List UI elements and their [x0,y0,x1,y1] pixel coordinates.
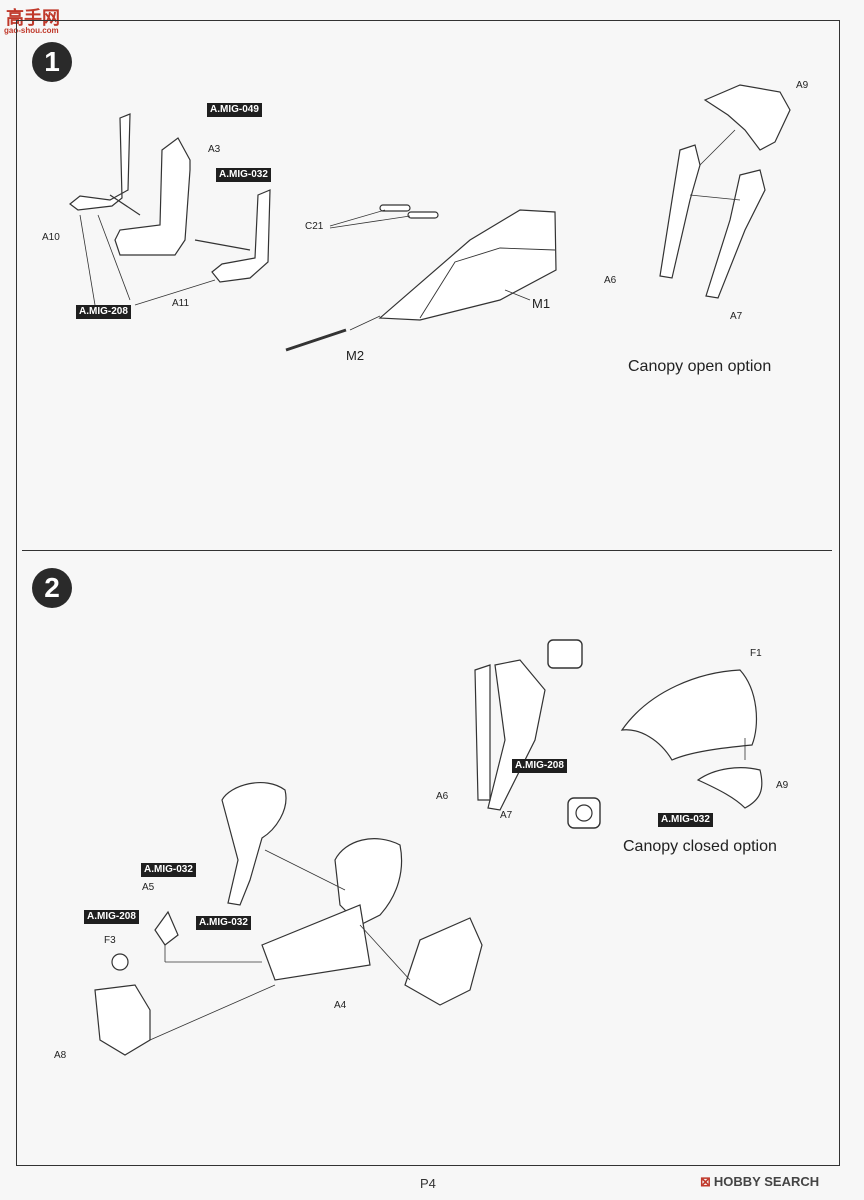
instruction-page-frame [16,20,840,1166]
paint-tag-mig049: A.MIG-049 [207,103,262,117]
part-label-a11: A11 [172,298,190,309]
part-label-a3: A3 [208,144,221,155]
part-label-f1: F1 [750,648,762,659]
site-logo-domain: gao-shou.com [4,26,59,35]
part-label-a9: A9 [796,80,809,91]
paint-tag-mig208: A.MIG-208 [76,305,131,319]
part-label-a10: A10 [42,232,60,243]
paint-tag-mig032-panel: A.MIG-032 [196,916,251,930]
canopy-open-caption: Canopy open option [628,358,772,375]
hobby-search-text: HOBBY SEARCH [713,1174,820,1189]
part-label-a7: A7 [730,311,743,322]
step-number-1: 1 [32,42,72,82]
part-label-f3: F3 [104,935,116,946]
step-divider [22,550,832,551]
part-label-a6-closed: A6 [436,791,449,802]
seat-assembly-step1 [69,113,271,306]
part-label-a9-closed: A9 [776,780,789,791]
cockpit-cover-m1 [285,204,557,352]
canopy-frame-step2 [474,639,763,829]
hobby-search-watermark: ⊠HOBBY SEARCH [700,1174,819,1190]
part-label-a4: A4 [334,1000,347,1011]
canopy-frame-step1 [659,84,791,299]
part-label-a7-closed: A7 [500,810,513,821]
page-number: P4 [420,1176,436,1191]
part-label-c21: C21 [305,221,324,232]
step-number-2: 2 [32,568,72,608]
cockpit-tub-step2 [94,781,483,1056]
site-logo: 高手网 gao-shou.com [2,2,72,36]
part-label-a8: A8 [54,1050,67,1061]
part-label-a6: A6 [604,275,617,286]
paint-tag-mig208-canopy: A.MIG-208 [512,759,567,773]
part-label-m2: M2 [346,348,365,363]
part-label-m1: M1 [532,296,551,311]
paint-tag-mig032: A.MIG-032 [216,168,271,182]
part-label-a5: A5 [142,882,155,893]
paint-tag-mig032-a5: A.MIG-032 [141,863,196,877]
canopy-closed-caption: Canopy closed option [623,838,777,855]
site-logo-text: 高手网 [6,8,60,28]
paint-tag-mig032-canopy: A.MIG-032 [658,813,713,827]
hobby-search-mark: ⊠ [700,1174,711,1189]
paint-tag-mig208-a5: A.MIG-208 [84,910,139,924]
